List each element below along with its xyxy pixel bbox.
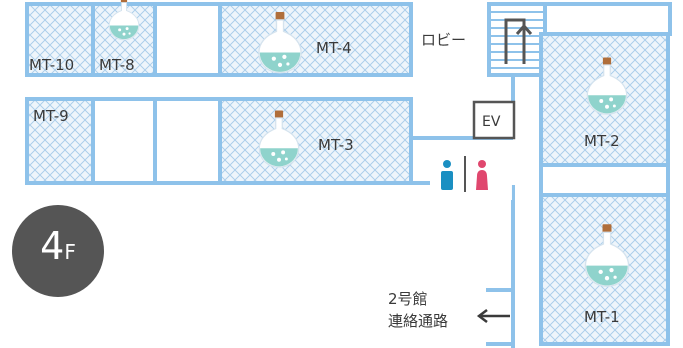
connection-label-line2: 連絡通路 [388, 312, 449, 330]
connection-corridor-label[interactable]: 2号館 連絡通路 [388, 288, 478, 332]
room-label-mt10: MT-10 [29, 56, 74, 74]
floor-unit: F [64, 240, 76, 264]
room-label-mt1: MT-1 [584, 308, 620, 326]
room-label-mt2: MT-2 [584, 132, 620, 150]
elevator-label: EV [482, 114, 501, 130]
room-mt10[interactable] [25, 2, 95, 77]
connection-label-line1: 2号館 [388, 290, 428, 308]
floor-badge: 4 F [12, 205, 104, 297]
stairs-icon [487, 2, 547, 77]
elevator[interactable]: EV [472, 100, 516, 140]
room-blank-mid-2 [153, 97, 222, 185]
floor-number: 4 [40, 224, 65, 268]
room-blank-top-right [543, 2, 672, 36]
room-label-mt4: MT-4 [316, 39, 352, 57]
room-blank-mid-1 [91, 97, 157, 185]
arrow-left-icon [476, 309, 510, 323]
room-mt4[interactable] [218, 2, 413, 77]
room-label-mt8: MT-8 [99, 56, 135, 74]
room-mt3[interactable] [218, 97, 413, 185]
room-label-mt3: MT-3 [318, 136, 354, 154]
lobby-label: ロビー [421, 31, 466, 49]
room-blank-top [153, 2, 222, 77]
restroom-icon[interactable] [430, 150, 512, 200]
room-label-mt9: MT-9 [33, 107, 69, 125]
